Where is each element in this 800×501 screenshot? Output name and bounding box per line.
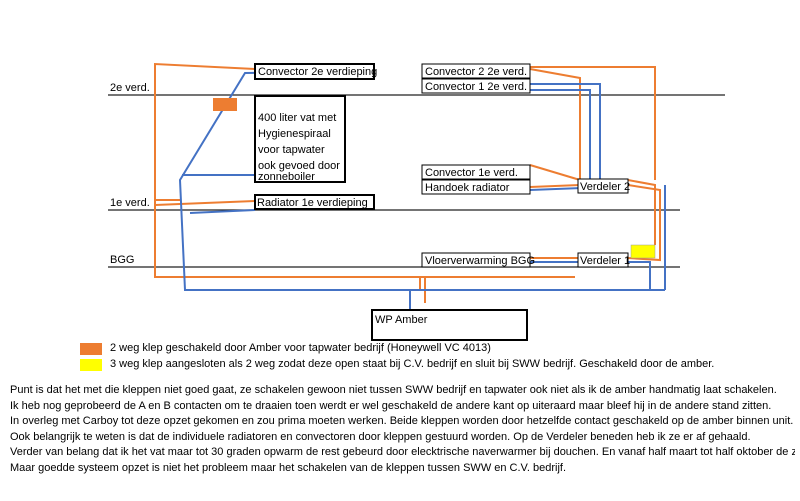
svg-text:voor tapwater: voor tapwater	[258, 144, 325, 156]
svg-text:Convector 1e verd.: Convector 1e verd.	[425, 167, 518, 179]
legend-swatch-orange	[80, 343, 102, 355]
convector-2e-verdieping-box: Convector 2e verdieping	[254, 63, 377, 80]
note-line: Ik heb nog geprobeerd de A en B contacte…	[10, 399, 772, 412]
orange-valve-indicator	[213, 98, 237, 111]
legend-text-yellow: 3 weg klep aangesloten als 2 weg zodat d…	[110, 358, 715, 370]
vloerverwarming-box: Vloerverwarming BGG	[421, 252, 535, 268]
svg-text:Handoek radiator: Handoek radiator	[425, 182, 510, 194]
radiator-1e-box: Radiator 1e verdieping	[254, 194, 375, 210]
svg-text:Verdeler 1: Verdeler 1	[580, 255, 630, 267]
svg-text:WP Amber: WP Amber	[375, 314, 428, 326]
convector-1e-box: Convector 1e verd.	[421, 164, 531, 180]
note-line: Punt is dat het met die kleppen niet goe…	[10, 384, 777, 396]
wp-amber-box: WP Amber	[371, 309, 528, 341]
yellow-valve-indicator	[630, 244, 656, 259]
svg-text:Hygienespiraal: Hygienespiraal	[258, 128, 331, 140]
convector-2-2e-box: Convector 2 2e verd.	[421, 63, 531, 79]
note-line: Ook belangrijk te weten is dat de indivi…	[10, 430, 751, 443]
legend-text-orange: 2 weg klep geschakeld door Amber voor ta…	[110, 342, 491, 354]
handdoek-radiator-box: Handoek radiator	[421, 179, 531, 195]
heating-system-diagram: 2e verd. 1e verd. BGG Convector 2e v	[108, 62, 725, 341]
svg-text:Convector 2e verdieping: Convector 2e verdieping	[258, 66, 377, 78]
legend-swatch-yellow	[80, 359, 102, 371]
svg-text:Convector 1 2e verd.: Convector 1 2e verd.	[425, 81, 527, 93]
svg-text:Verdeler 2: Verdeler 2	[580, 181, 630, 193]
vat-box: 400 liter vat met Hygienespiraal voor ta…	[254, 95, 346, 183]
svg-text:400 liter vat met: 400 liter vat met	[258, 112, 336, 124]
svg-text:Vloerverwarming BGG: Vloerverwarming BGG	[425, 255, 535, 267]
verdeler-2-box: Verdeler 2	[577, 178, 630, 194]
orange-pipes	[154, 62, 661, 303]
floor-label-2e: 2e verd.	[110, 82, 150, 94]
svg-text:ook gevoed door: ook gevoed door	[258, 160, 340, 172]
svg-text:zonneboiler: zonneboiler	[258, 171, 315, 183]
notes-text: Punt is dat het met die kleppen niet goe…	[10, 383, 795, 477]
note-line: Maar goedde systeem opzet is niet het pr…	[10, 461, 567, 474]
svg-text:Radiator 1e verdieping: Radiator 1e verdieping	[257, 197, 368, 209]
note-line: Verder van belang dat ik het vat maar to…	[10, 446, 795, 459]
svg-text:Convector 2 2e verd.: Convector 2 2e verd.	[425, 66, 527, 78]
floor-label-1e: 1e verd.	[110, 197, 150, 209]
floor-label-bgg: BGG	[110, 254, 134, 266]
note-line: In overleg met Carboy tot deze opzet gek…	[10, 415, 794, 428]
verdeler-1-box: Verdeler 1	[577, 252, 630, 268]
convector-1-2e-box: Convector 1 2e verd.	[421, 78, 531, 94]
blue-pipes	[178, 71, 666, 310]
